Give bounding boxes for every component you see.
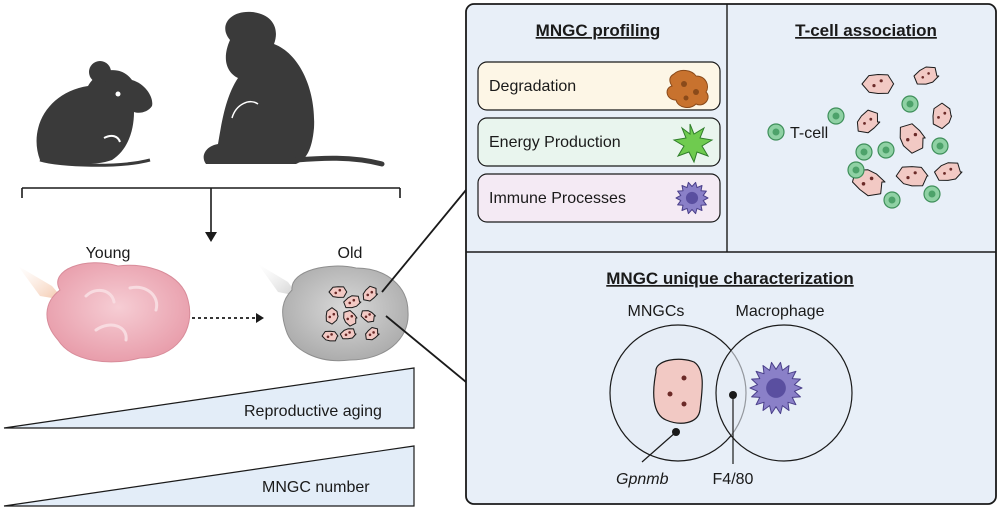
young-label: Young [86, 245, 131, 262]
mngc-cell [339, 328, 357, 340]
degradation-label: Degradation [489, 78, 576, 95]
mngc-cell [856, 109, 881, 134]
mngc-cell [328, 286, 348, 298]
energy-production-label: Energy Production [489, 134, 621, 151]
profiling-title: MNGC profiling [536, 21, 661, 40]
mngc-cell [325, 307, 339, 325]
mngc-cell [321, 330, 339, 342]
old-ovary-mngc-cluster [321, 285, 380, 342]
mngc-cell [362, 285, 379, 302]
immune-processes-item: Immune Processes [477, 173, 721, 223]
immune-cell-icon [675, 181, 709, 215]
f480-label: F4/80 [713, 471, 754, 488]
mngc-number-label: MNGC number [262, 479, 370, 496]
mngc-cell [932, 102, 953, 130]
macrophage-cell-icon [749, 361, 803, 415]
tcell-icon [827, 107, 845, 125]
tcell-title: T-cell association [795, 21, 937, 40]
mngc-number-wedge: MNGC number [3, 445, 415, 507]
mngc-cell [343, 295, 362, 309]
mngc-cell [343, 310, 358, 327]
mngc-cell [899, 123, 926, 154]
tcell-icon [855, 143, 873, 161]
mngcs-circle-label: MNGCs [628, 303, 685, 320]
gpnmb-label: Gpnmb [616, 471, 669, 488]
reproductive-aging-wedge: Reproductive aging [3, 367, 415, 429]
zoom-line-bottom [385, 315, 467, 383]
mouse-icon [36, 61, 153, 167]
degradation-icon [666, 69, 709, 108]
reproductive-aging-label: Reproductive aging [244, 403, 382, 420]
down-arrow-icon [205, 232, 217, 242]
tcell-icon [883, 191, 901, 209]
mngc-cell [895, 166, 929, 187]
zoom-line-top [381, 189, 467, 293]
species-bracket [21, 187, 401, 242]
tcell-mngc-cluster [827, 66, 963, 209]
mngc-cell-icon [653, 358, 703, 424]
tcell-legend: T-cell [767, 123, 828, 142]
characterization-title: MNGC unique characterization [606, 269, 853, 288]
monkey-icon [203, 11, 385, 167]
right-arrow-icon [256, 313, 264, 323]
mngc-cell [913, 66, 940, 85]
tcell-icon [931, 137, 949, 155]
macrophage-circle-label: Macrophage [736, 303, 825, 320]
tcell-icon [847, 161, 865, 179]
energy-production-item: Energy Production [477, 117, 721, 167]
degradation-item: Degradation [477, 61, 721, 111]
young-ovary-icon [18, 262, 191, 363]
mngc-cell [365, 327, 380, 341]
mngc-cell [934, 162, 963, 181]
tcell-icon [901, 95, 919, 113]
mngc-cell [861, 74, 895, 94]
tcell-legend-label: T-cell [790, 125, 828, 142]
tcell-icon [923, 185, 941, 203]
old-label: Old [338, 245, 363, 262]
immune-processes-label: Immune Processes [489, 190, 626, 207]
mngc-cell [360, 310, 376, 323]
energy-burst-icon [672, 123, 714, 164]
tcell-icon [877, 141, 895, 159]
